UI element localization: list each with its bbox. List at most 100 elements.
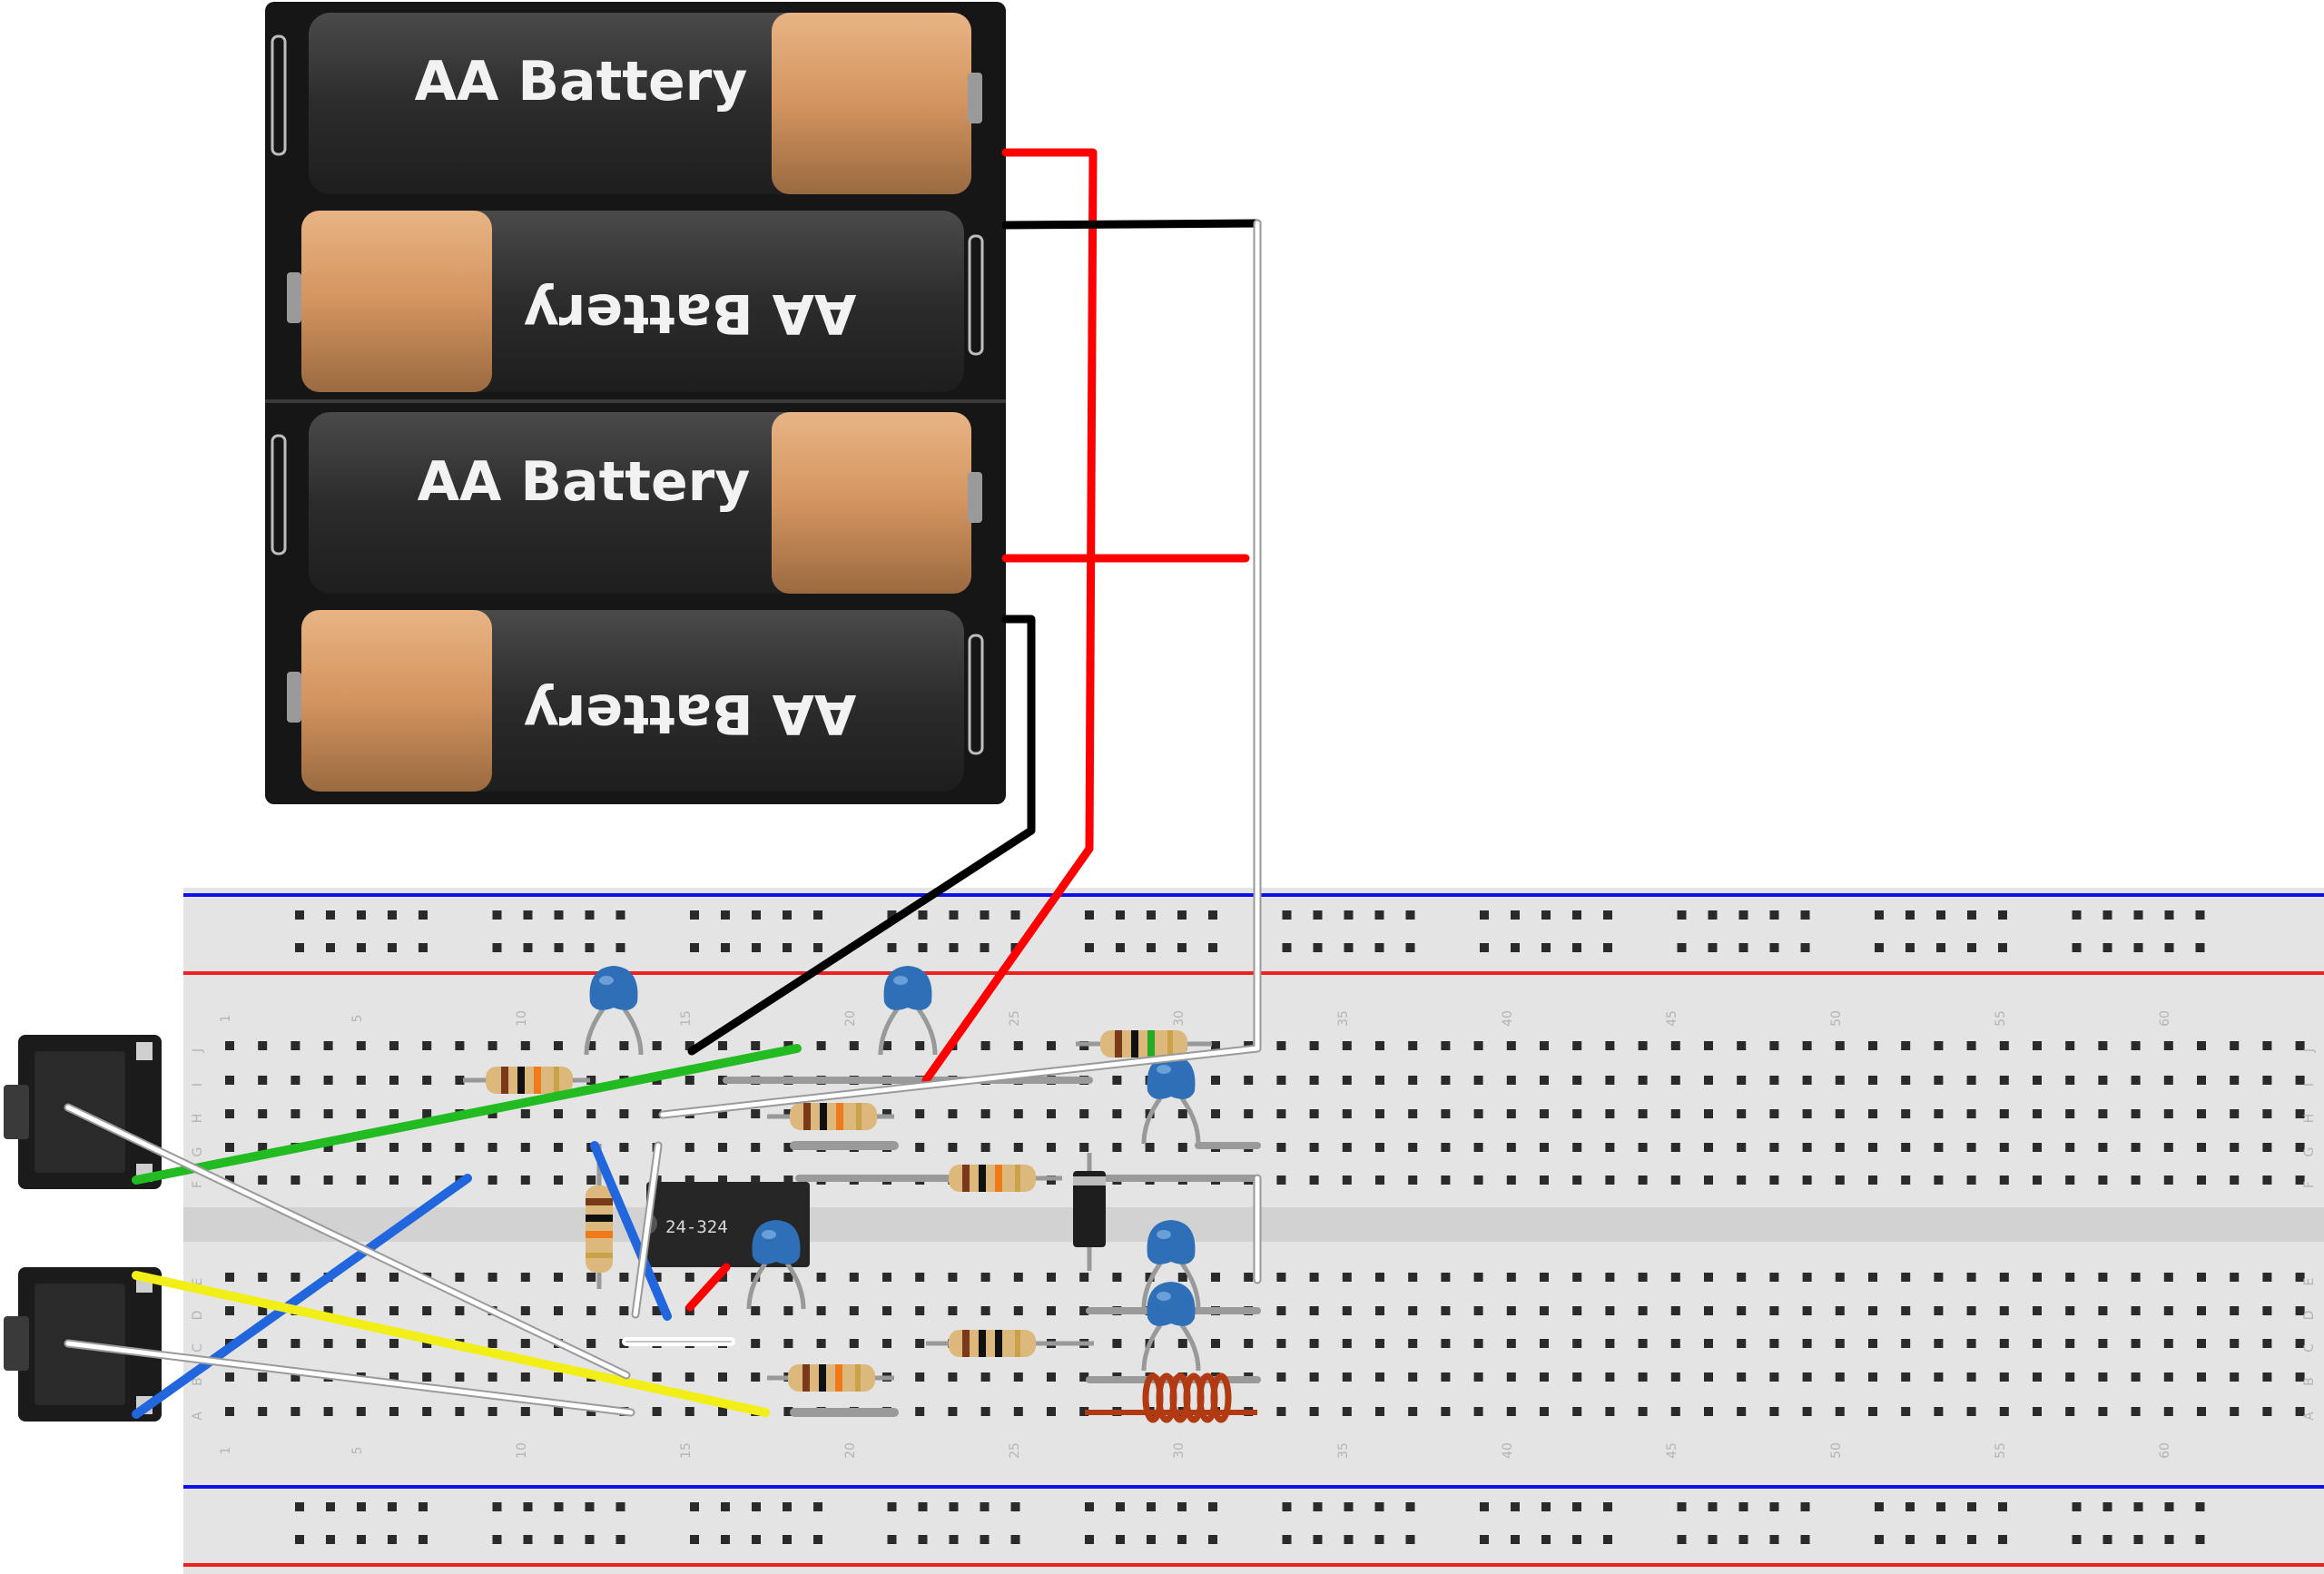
breadboard-hole: [1375, 1109, 1384, 1118]
breadboard-hole: [1835, 1306, 1845, 1315]
breadboard-hole: [1342, 1372, 1352, 1382]
rail-hole: [1480, 1502, 1489, 1511]
rail-hole: [1769, 1535, 1779, 1544]
breadboard-hole: [323, 1306, 333, 1315]
breadboard-hole: [1868, 1076, 1877, 1085]
breadboard-hole: [1211, 1273, 1220, 1282]
row-letter-right: D: [2302, 1311, 2317, 1321]
breadboard-hole: [1835, 1041, 1845, 1050]
breadboard-hole: [1112, 1076, 1122, 1085]
breadboard-hole: [258, 1143, 268, 1152]
column-number-top: 1: [219, 1015, 233, 1023]
breadboard-hole: [2230, 1176, 2240, 1185]
breadboard-hole: [2197, 1143, 2206, 1152]
breadboard-hole: [1835, 1339, 1845, 1348]
breadboard-hole: [1473, 1339, 1483, 1348]
breadboard-hole: [2262, 1407, 2272, 1416]
wire-black-bottom: [687, 615, 1036, 1056]
rail-hole: [2072, 910, 2082, 920]
breadboard-hole: [1342, 1143, 1352, 1152]
breadboard-hole: [751, 1306, 761, 1315]
breadboard-hole: [1835, 1109, 1845, 1118]
breadboard-hole: [1769, 1076, 1779, 1085]
rail-hole: [1677, 943, 1687, 952]
rail-hole: [1677, 1535, 1687, 1544]
wire-white-supply: [658, 219, 1262, 1284]
rail-hole: [1603, 910, 1612, 920]
breadboard-hole: [718, 1306, 727, 1315]
breadboard-hole: [1145, 1143, 1155, 1152]
rail-hole: [1116, 1535, 1125, 1544]
rail-hole: [326, 943, 335, 952]
rail-hole: [1905, 943, 1915, 952]
breadboard-hole: [1704, 1143, 1713, 1152]
breadboard-hole: [356, 1041, 366, 1050]
breadboard-hole: [684, 1372, 694, 1382]
breadboard-hole: [1934, 1109, 1944, 1118]
breadboard-hole: [2065, 1109, 2075, 1118]
breadboard-hole: [1835, 1076, 1845, 1085]
breadboard-hole: [2098, 1407, 2108, 1416]
rail-hole: [752, 1502, 761, 1511]
breadboard-hole: [290, 1273, 300, 1282]
breadboard-hole: [2065, 1143, 2075, 1152]
breadboard-hole: [1737, 1176, 1747, 1185]
breadboard-hole: [1342, 1041, 1352, 1050]
rail-hole: [721, 943, 730, 952]
breadboard-hole: [1670, 1372, 1680, 1382]
breadboard-hole: [1473, 1273, 1483, 1282]
rail-hole: [2133, 1502, 2143, 1511]
wire-black-top: [1001, 219, 1262, 230]
breadboard-hole: [2033, 1109, 2042, 1118]
breadboard-hole: [1506, 1176, 1516, 1185]
breadboard-hole: [1441, 1372, 1451, 1382]
breadboard-hole: [2197, 1407, 2206, 1416]
rail-hole: [1085, 943, 1094, 952]
rail-hole: [492, 943, 502, 952]
breadboard-hole: [258, 1306, 268, 1315]
breadboard-hole: [1605, 1339, 1615, 1348]
rail-hole: [1344, 910, 1354, 920]
rail-hole: [357, 1502, 366, 1511]
breadboard-hole: [554, 1306, 563, 1315]
rail-hole: [1998, 1502, 2007, 1511]
breadboard-hole: [783, 1339, 793, 1348]
breadboard-hole: [1211, 1076, 1220, 1085]
breadboard-hole: [1506, 1306, 1516, 1315]
rail-hole: [2195, 910, 2205, 920]
breadboard-hole: [1737, 1273, 1747, 1282]
breadboard-hole: [1506, 1372, 1516, 1382]
breadboard-hole: [1342, 1407, 1352, 1416]
breadboard-hole: [2163, 1076, 2173, 1085]
breadboard-hole: [1901, 1041, 1911, 1050]
breadboard-hole: [849, 1041, 859, 1050]
rail-hole: [783, 1535, 792, 1544]
breadboard-hole: [1572, 1273, 1582, 1282]
battery-cell-4: AA Battery: [287, 610, 964, 792]
breadboard-hole: [2065, 1176, 2075, 1185]
breadboard-hole: [1835, 1273, 1845, 1282]
rail-hole: [918, 1502, 928, 1511]
breadboard-hole: [2098, 1143, 2108, 1152]
breadboard-hole: [1276, 1372, 1286, 1382]
rail-hole: [295, 943, 304, 952]
breadboard-hole: [356, 1176, 366, 1185]
breadboard-hole: [2065, 1306, 2075, 1315]
breadboard-hole: [1868, 1306, 1877, 1315]
rail-hole: [1769, 1502, 1779, 1511]
breadboard-hole: [1473, 1306, 1483, 1315]
breadboard-hole: [1441, 1306, 1451, 1315]
breadboard-hole: [323, 1176, 333, 1185]
breadboard-hole: [1835, 1407, 1845, 1416]
rail-hole: [1147, 910, 1156, 920]
breadboard-hole: [455, 1076, 465, 1085]
wire-yellow: [132, 1271, 770, 1417]
rail-hole: [357, 1535, 366, 1544]
breadboard-hole: [1737, 1339, 1747, 1348]
breadboard-hole: [2295, 1339, 2305, 1348]
rail-hole: [1405, 1535, 1415, 1544]
rail-hole: [1177, 910, 1187, 920]
breadboard-hole: [520, 1372, 530, 1382]
breadboard-hole: [520, 1176, 530, 1185]
breadboard-hole: [1999, 1306, 2009, 1315]
